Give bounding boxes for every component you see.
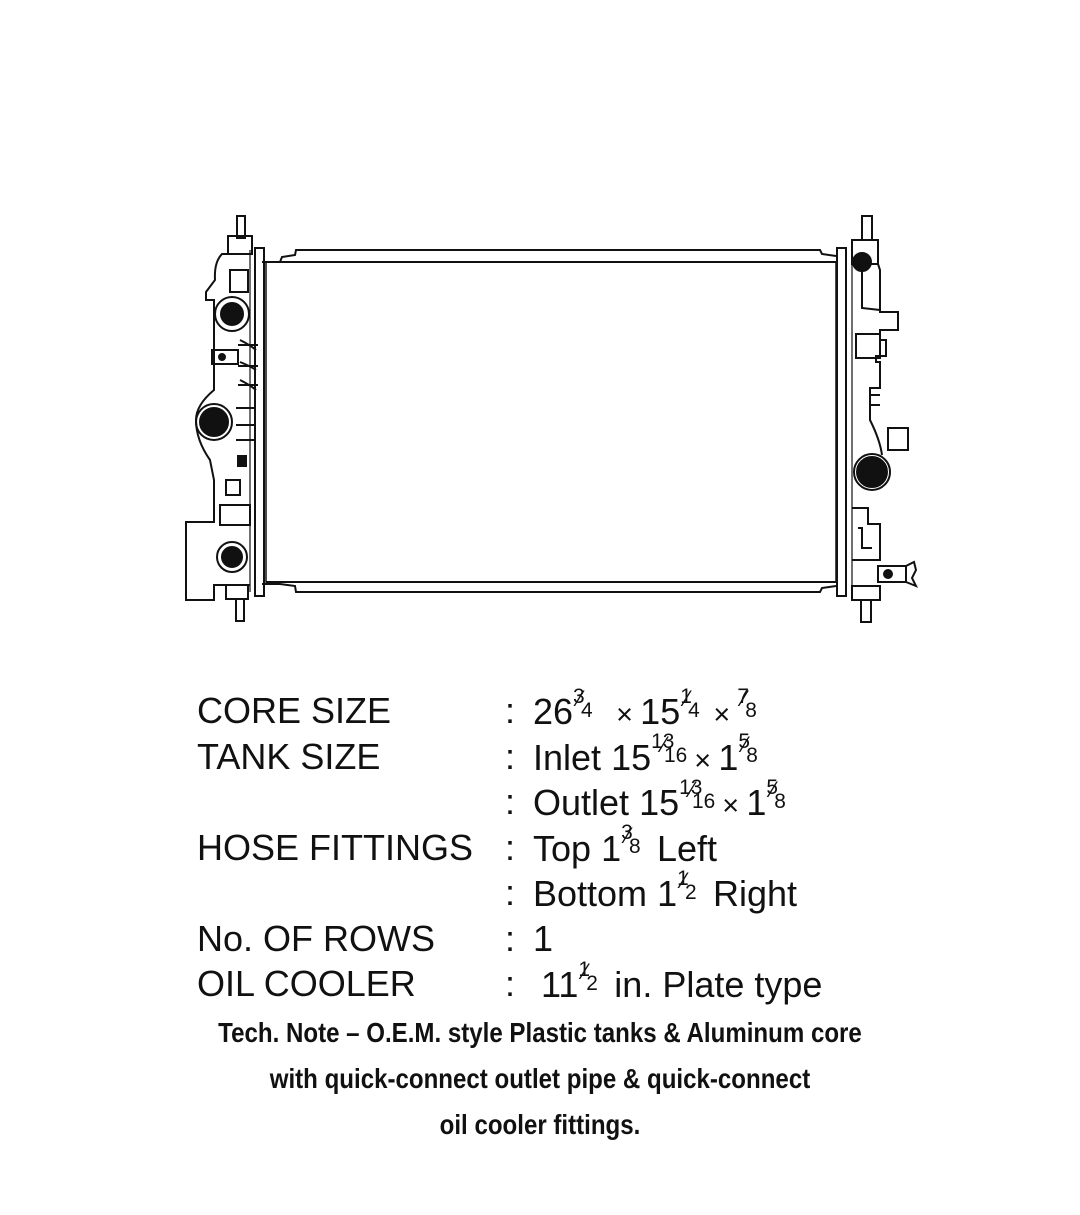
oil-cooler-label: OIL COOLER xyxy=(197,963,416,1004)
fraction: 1⁄4 xyxy=(680,684,700,722)
tech-note-line-3: oil cooler fittings. xyxy=(439,1109,641,1140)
radiator-core xyxy=(262,249,837,593)
tech-note-line-1: Tech. Note – O.E.M. style Plastic tanks … xyxy=(218,1017,862,1048)
colon: : xyxy=(505,781,516,822)
tank-size-label: TANK SIZE xyxy=(197,735,381,777)
whole: 15 xyxy=(640,691,681,732)
core-size-label: CORE SIZE xyxy=(197,690,392,731)
whole: 26 xyxy=(533,691,574,732)
fraction: 3⁄4 xyxy=(573,684,593,722)
rows-value: 1 xyxy=(533,917,554,959)
tech-note: Tech. Note – O.E.M. style Plastic tanks … xyxy=(179,1010,901,1148)
fraction: 7⁄8 xyxy=(737,684,757,722)
tech-note-line-2: with quick-connect outlet pipe & quick-c… xyxy=(269,1063,811,1094)
right-side-plate xyxy=(836,247,853,597)
rows-row: No. OF ROWS : 1 xyxy=(197,916,917,962)
left-tank xyxy=(185,215,258,622)
colon: : xyxy=(505,872,516,913)
right-tank xyxy=(851,215,919,623)
colon: : xyxy=(505,690,516,731)
colon: : xyxy=(505,963,516,1004)
colon: : xyxy=(505,735,516,777)
times-sign: × xyxy=(616,699,633,731)
times-sign: × xyxy=(713,699,731,731)
radiator-drawing xyxy=(185,215,919,623)
colon: : xyxy=(505,917,516,959)
colon: : xyxy=(505,826,516,868)
hose-fittings-label: HOSE FITTINGS xyxy=(197,826,474,868)
left-side-plate xyxy=(249,247,265,597)
rows-label: No. OF ROWS xyxy=(197,917,436,959)
